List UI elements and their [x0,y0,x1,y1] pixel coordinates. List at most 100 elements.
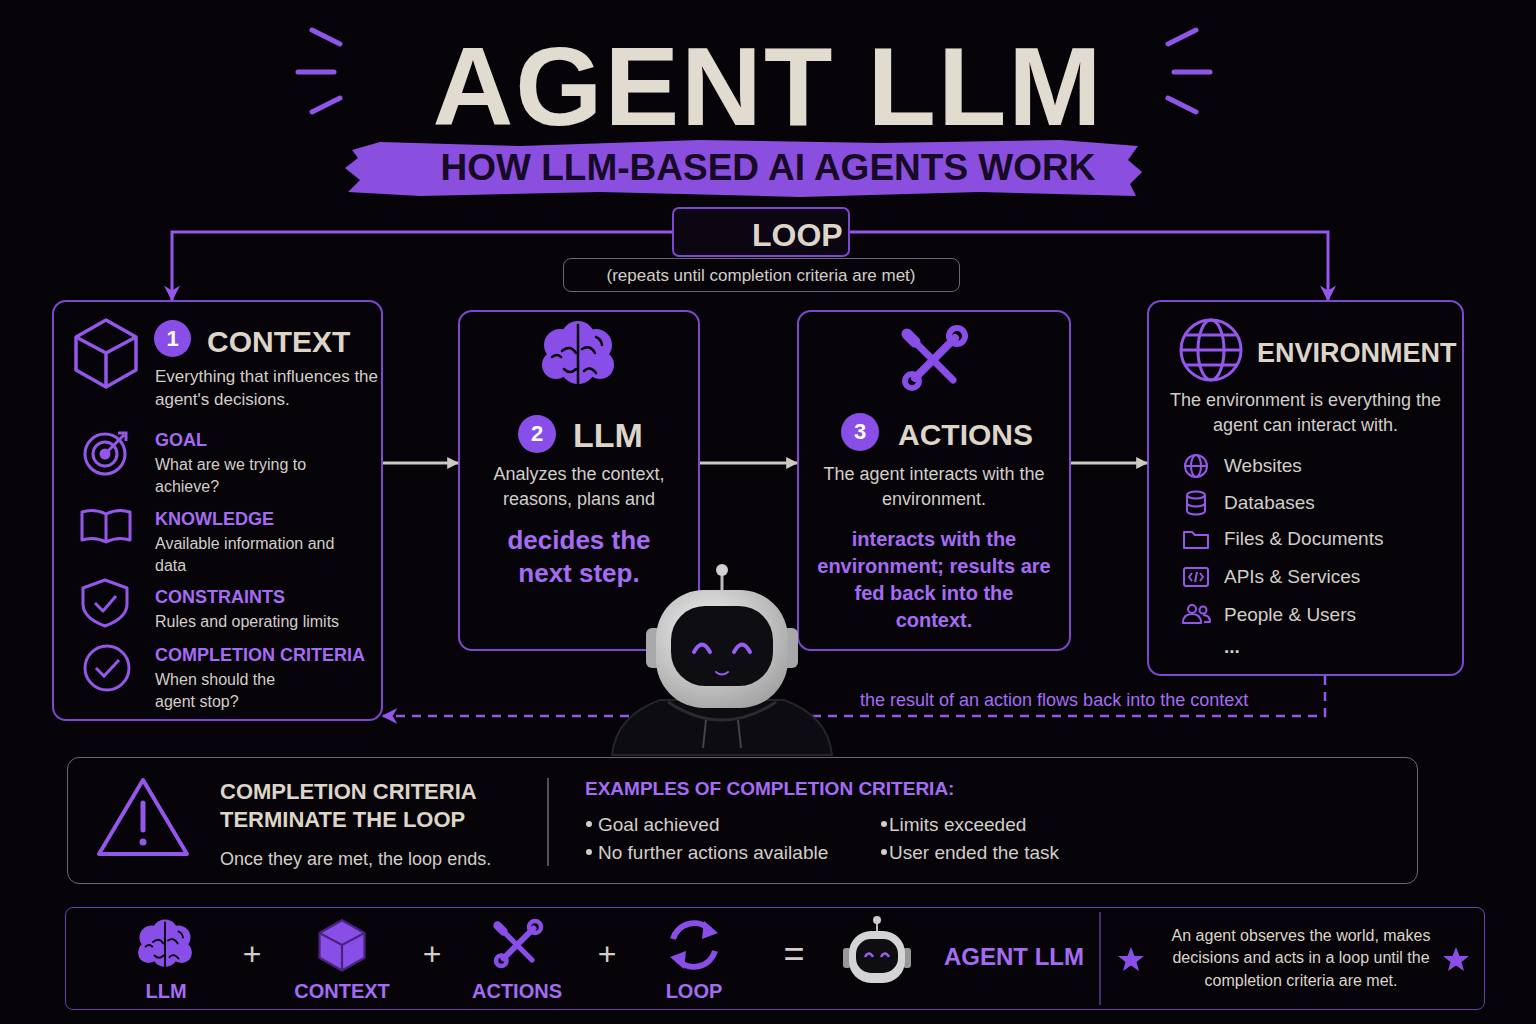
list-icons [1184,532,1208,548]
example-item: Limits exceeded [889,814,1026,837]
item-text: When should the agent stop? [155,669,295,712]
robot-head-icon [843,948,851,968]
list-item: Files & Documents [1224,528,1383,551]
loop-icon [670,951,686,969]
note-box: (repeats until completion criteria are m… [563,258,960,292]
list-icons [1185,465,1207,467]
item-text: Rules and operating limits [155,611,380,633]
robot-head-icon [856,939,898,973]
title-sparks [1168,30,1196,44]
step-badge: 3 [841,413,879,451]
robot-head-icon [873,916,881,924]
title-sparks [312,98,340,112]
shield-icon [83,580,127,626]
flow-connector [1071,462,1147,465]
loop-box: LOOP [672,207,850,257]
list-icons [1187,492,1205,499]
divider-line [547,778,549,866]
item-heading: CONSTRAINTS [155,587,285,609]
item-heading: COMPLETION CRITERIA [155,645,365,667]
formula-operator: = [779,932,809,975]
title-sparks [1174,70,1210,75]
box-heading: LOOP [752,216,843,254]
robot-part [716,672,728,675]
robot-head-icon [876,922,878,931]
check-icon [96,660,119,676]
shield-icon [95,596,116,611]
robot-part [671,606,773,686]
list-icons [1188,605,1196,613]
environment-box: ENVIRONMENTThe environment is everything… [1147,300,1464,676]
check-icon [85,646,129,690]
list-item: Websites [1224,455,1302,478]
step-number: 2 [518,415,556,453]
robot-part [646,628,662,668]
summary-text: An agent observes the world, makes decis… [1150,925,1452,992]
book-icon [82,510,130,542]
list-icons [1183,455,1210,623]
brain-icon [138,920,192,967]
cube-icon [76,320,136,387]
divider-line [1099,912,1101,1005]
star-icon [1443,947,1469,971]
step-badge: 1 [154,320,191,357]
title-sparks [1168,98,1196,112]
loop-icon [673,923,710,939]
example-item: User ended the task [889,842,1059,865]
example-item: No further actions available [598,842,828,865]
formula-operator: + [237,935,267,973]
globe-icon [1198,320,1224,380]
target-icon [101,450,109,458]
subtitle: HOW LLM-BASED AI AGENTS WORK [0,146,1536,190]
globe-icon [1181,320,1241,380]
llm-box: LLM Analyzes the context, reasons, plans … [458,310,700,651]
robot-part [694,645,750,653]
warning-icon [140,839,147,846]
shield-icon [83,580,127,626]
step-badge: 2 [518,415,556,453]
warning-icon [141,803,146,830]
brain-icon [542,321,614,384]
step-number: 1 [154,320,191,357]
box-description: Everything that influences the agent's d… [155,366,383,412]
box-heading: LLM [573,415,643,456]
list-icons [1189,572,1203,582]
box-description: The agent interacts with the environment… [807,462,1061,512]
tools-icon [496,921,541,966]
list-item: Databases [1224,492,1315,515]
target-icon [93,442,117,466]
formula-term: LOOP [654,979,734,1003]
list-icons [1200,607,1207,614]
robot-head-icon [865,954,889,958]
list-icons [1187,495,1205,515]
list-icons [1183,614,1201,623]
bullet-dots [586,849,592,855]
item-heading: KNOWLEDGE [155,509,274,531]
robot-part [721,574,724,592]
globe-icon [1181,320,1241,380]
list-icons [1184,568,1208,586]
bullet-dots [881,849,887,855]
robot-part [716,564,728,576]
robot-part [668,702,776,720]
star-icon [1118,947,1144,971]
target-icon [85,434,125,474]
target-icon [85,433,126,474]
target-icon [105,433,126,454]
list-item: People & Users [1224,604,1356,627]
flow-connector [172,232,672,300]
formula-result: AGENT LLM [944,943,1084,972]
criteria-box: COMPLETION CRITERIA TERMINATE THE LOOPOn… [67,757,1418,884]
box-heading: CONTEXT [207,324,350,360]
robot-head-icon [903,948,911,968]
box-description: The environment is everything the agent … [1162,388,1449,438]
diagram-title: AGENT LLM [0,20,1536,154]
flow-connector [850,232,1328,300]
list-more: ... [1224,636,1240,659]
check-icon [85,646,129,690]
box-description: Once they are met, the loop ends. [220,849,491,871]
box-description: Analyzes the context, reasons, plans and [468,462,690,512]
robot-head-icon [849,931,905,983]
list-item: APIs & Services [1224,566,1360,589]
formula-operator: + [592,935,622,973]
